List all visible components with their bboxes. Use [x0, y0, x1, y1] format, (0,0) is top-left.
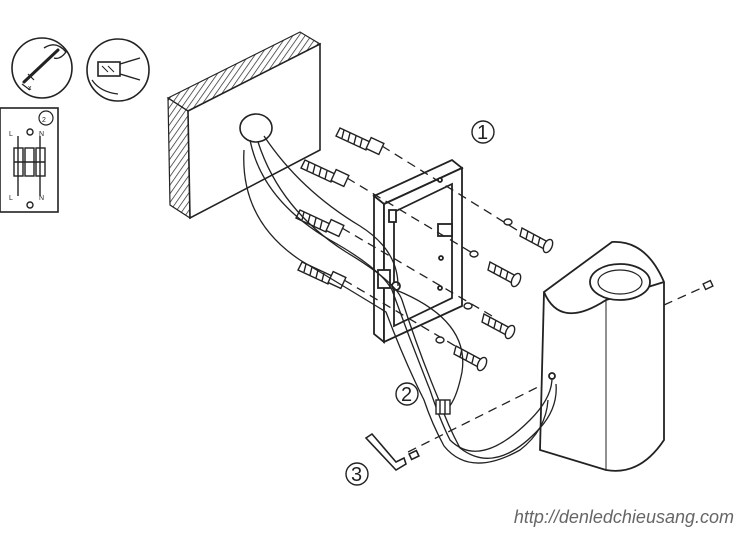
inset-label-bottom-left: L	[9, 195, 13, 202]
screw	[503, 218, 554, 254]
watermark-url: http://denledchieusang.com	[513, 507, 734, 527]
terminal-connector	[435, 399, 451, 415]
wall-lamp-body	[539, 241, 665, 472]
wall-plugs	[295, 127, 385, 290]
screwdriver-tool-icon: x	[11, 37, 73, 99]
wall-block	[166, 31, 322, 220]
screw	[435, 336, 488, 372]
step-1-marker: 1	[471, 120, 495, 144]
terminal-block-inset: 2 L N L N	[0, 107, 59, 213]
step-3-marker: 3	[345, 462, 369, 486]
alignment-lines	[341, 145, 707, 453]
inset-label-top-left: L	[9, 131, 13, 138]
wall-plug	[295, 209, 345, 238]
wall-plug	[335, 127, 385, 156]
screw	[463, 302, 516, 340]
step-2-label: 2	[401, 384, 412, 406]
set-screw	[702, 279, 714, 291]
inset-step-number: 2	[42, 117, 46, 124]
cable-hole	[239, 113, 273, 143]
step-2-marker: 2	[395, 382, 419, 406]
screw	[469, 250, 522, 288]
inset-label-top-right: N	[39, 131, 44, 138]
wires	[243, 135, 557, 464]
allen-key	[364, 432, 420, 472]
wire-stripper-tool-icon	[86, 38, 150, 102]
wall-plug	[300, 159, 350, 188]
inset-label-bottom-right: N	[39, 195, 44, 202]
wall-plug	[297, 261, 347, 290]
step-1-label: 1	[477, 122, 488, 144]
svg-text:x: x	[28, 85, 32, 92]
step-3-label: 3	[351, 464, 362, 486]
screws	[435, 218, 714, 372]
